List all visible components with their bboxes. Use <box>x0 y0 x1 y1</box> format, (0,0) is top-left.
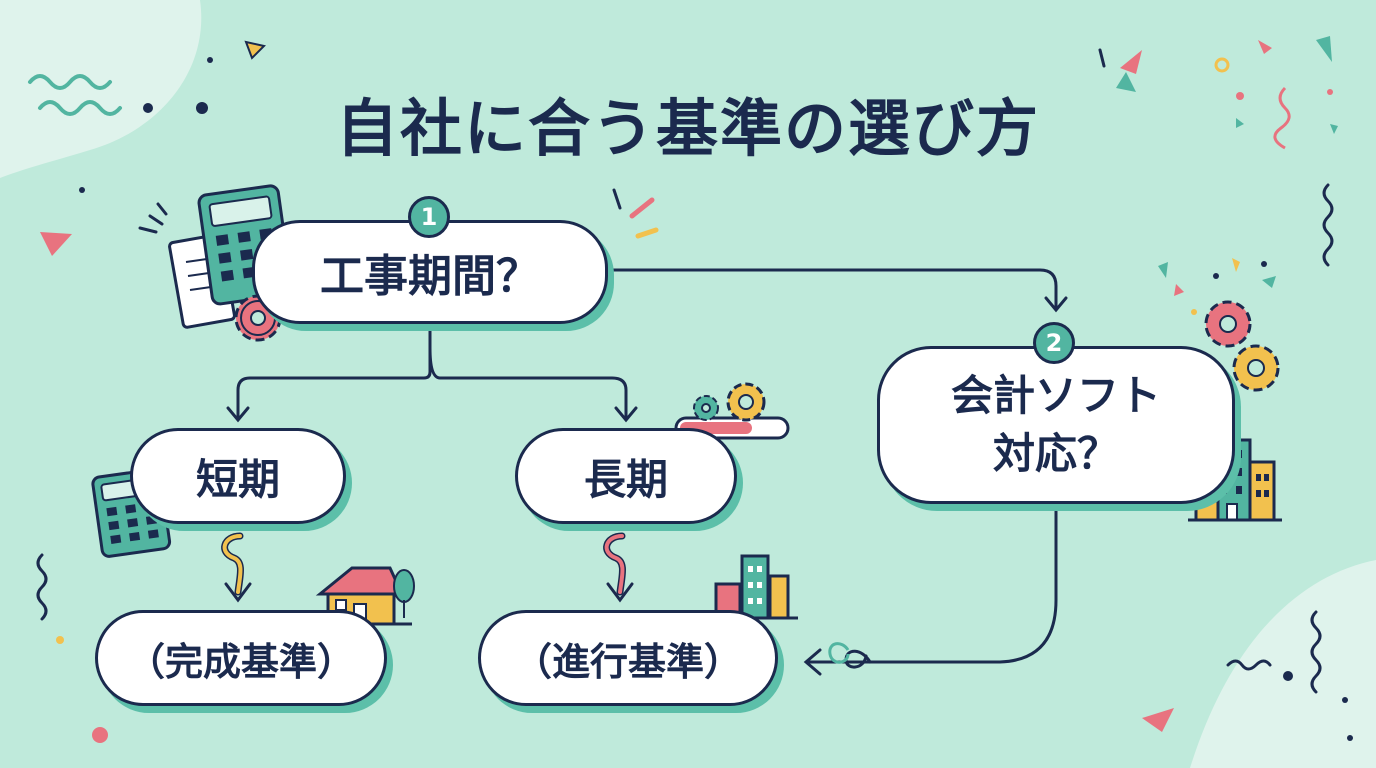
connector-lines <box>236 268 1058 664</box>
confetti-decoration <box>40 36 1353 743</box>
gear-icon <box>1204 300 1252 348</box>
result-node-completion-basis: （完成基準） <box>95 610 387 706</box>
question-node-construction-period: 工事期間？ <box>252 220 608 324</box>
question-label-line2: 対応？ <box>992 429 1119 478</box>
question-label-line1: 会計ソフト <box>950 371 1161 420</box>
gear-icon <box>1232 344 1280 392</box>
sparkle-icon <box>629 197 659 239</box>
sparkle-icon <box>138 48 1106 234</box>
squiggle-icon <box>28 74 122 116</box>
down-arrow-icon <box>603 532 634 603</box>
building-icon <box>708 554 798 620</box>
background-blob-bottom-right <box>1190 560 1376 768</box>
step-badge-1: 1 <box>408 196 450 238</box>
result-label: （完成基準） <box>126 639 355 684</box>
question-node-accounting-software: 会計ソフト 対応？ <box>877 346 1235 504</box>
squiggle-icon <box>36 183 1334 694</box>
arrowhead-icon <box>226 296 1068 423</box>
down-arrow-icon <box>221 532 252 603</box>
branch-label: 短期 <box>195 454 280 504</box>
gear-icon <box>726 382 766 422</box>
branch-label: 長期 <box>583 454 668 504</box>
page-title: 自社に合う基準の選び方 <box>335 92 1040 165</box>
step-badge-2: 2 <box>1033 322 1075 364</box>
branch-node-long: 長期 <box>515 428 737 524</box>
branch-node-short: 短期 <box>130 428 346 524</box>
loop-arrow-icon <box>828 642 850 664</box>
result-label: （進行基準） <box>513 639 742 684</box>
gear-icon <box>693 395 719 421</box>
question-label: 工事期間？ <box>320 251 540 302</box>
result-node-progress-basis: （進行基準） <box>478 610 778 706</box>
squiggle-icon <box>1273 86 1291 150</box>
